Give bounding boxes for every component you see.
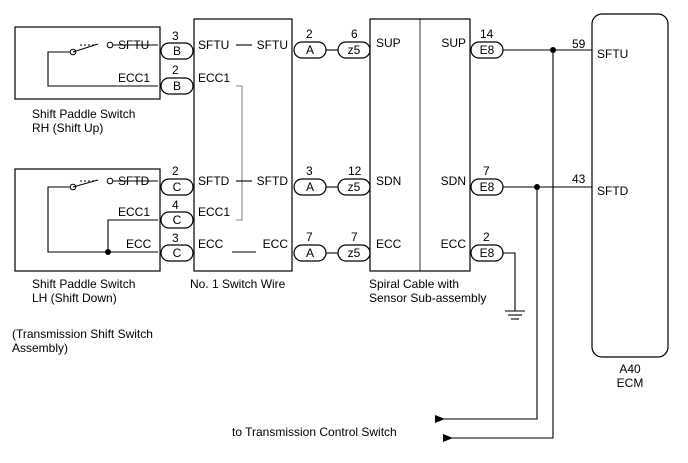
connector-a-sftu-pin: 2 — [306, 27, 313, 41]
rh-pin-ecc1: ECC1 — [118, 71, 150, 85]
switch-wire-box — [193, 18, 293, 272]
lh-switch-name-line2: LH (Shift Down) — [32, 291, 117, 305]
connector-a-sftu: 2 A — [293, 27, 327, 59]
ecm-box — [591, 13, 669, 358]
connector-b-upper-letter: B — [173, 44, 181, 58]
assembly-note-line1: (Transmission Shift Switch — [12, 327, 153, 341]
connector-a-sftu-letter: A — [306, 43, 314, 57]
connector-z5-sdn-pin: 12 — [348, 164, 362, 178]
lh-pin-sftd: SFTD — [118, 174, 150, 188]
connector-c-ecc-pin: 3 — [172, 231, 179, 245]
connector-z5-ecc-letter: z5 — [348, 246, 361, 260]
spiral-right-pin-sdn: SDN — [441, 174, 466, 188]
connector-c-ecc: 3 C — [160, 231, 194, 262]
lh-pin-ecc1: ECC1 — [118, 205, 150, 219]
spiral-cable-block: SUP SDN ECC SUP SDN ECC — [369, 18, 471, 272]
lh-switch-contact-symbol — [47, 177, 158, 255]
connector-b-upper: 3 B — [160, 29, 194, 60]
lh-paddle-switch: SFTD ECC1 ECC — [14, 168, 161, 272]
connector-z5-sup-pin: 6 — [351, 27, 358, 41]
spiral-right-pin-ecc: ECC — [441, 237, 467, 251]
spiral-right-pin-sup: SUP — [441, 36, 466, 50]
branch-wire-sftu — [443, 50, 554, 442]
connector-a-ecc: 7 A — [293, 230, 327, 262]
connector-z5-sup: 6 z5 — [337, 27, 371, 59]
lh-switch-box — [14, 168, 161, 272]
ecm-name: ECM — [617, 376, 644, 390]
connector-c-ecc1-pin: 4 — [172, 198, 179, 212]
sw-left-pin-ecc1-lower: ECC1 — [198, 205, 230, 219]
rh-switch-box — [14, 26, 161, 100]
connector-a-sftd: 3 A — [293, 164, 327, 196]
rh-pin-sftu: SFTU — [118, 38, 149, 52]
sw-right-pin-sftd: SFTD — [257, 174, 289, 188]
sw-left-pin-sftd: SFTD — [198, 174, 230, 188]
sw-right-pin-ecc: ECC — [263, 237, 289, 251]
connector-e8-sup: 14 E8 — [470, 27, 504, 59]
lh-ecc-junction-dot — [105, 249, 111, 255]
sw-right-pin-sftu: SFTU — [257, 38, 288, 52]
connector-e8-ecc: 2 E8 — [470, 230, 504, 262]
ecm-pin-sftu: SFTU — [597, 47, 628, 61]
connector-e8-sdn-pin: 7 — [483, 164, 490, 178]
connector-c-ecc-letter: C — [173, 246, 182, 260]
connector-b-upper-pin: 3 — [172, 29, 179, 43]
connector-e8-ecc-letter: E8 — [480, 246, 495, 260]
connector-c-sftd: 2 C — [160, 164, 194, 196]
switch-wire-block: SFTU ECC1 SFTD ECC1 ECC SFTU SFTD ECC — [193, 18, 293, 272]
sw-left-pin-ecc: ECC — [198, 237, 224, 251]
connector-z5-ecc-pin: 7 — [351, 230, 358, 244]
connector-c-ecc1-letter: C — [173, 213, 182, 227]
destination-label: to Transmission Control Switch — [232, 425, 397, 439]
connector-a-ecc-letter: A — [306, 246, 314, 260]
ecm-pin-number-sftu: 59 — [572, 37, 586, 51]
branch-wire-sftd — [435, 187, 538, 423]
rh-switch-name-line1: Shift Paddle Switch — [32, 107, 135, 121]
rh-switch-contact-symbol — [47, 41, 158, 87]
connector-e8-sdn: 7 E8 — [470, 164, 504, 196]
connector-z5-sdn-letter: z5 — [348, 180, 361, 194]
spiral-left-pin-sdn: SDN — [376, 174, 401, 188]
spiral-cable-name-line2: Sensor Sub-assembly — [369, 291, 486, 305]
sw-left-pin-ecc1-upper: ECC1 — [198, 71, 230, 85]
connector-a-sftd-pin: 3 — [306, 164, 313, 178]
connector-b-lower: 2 B — [160, 63, 194, 95]
ecm-pin-number-sftd: 43 — [572, 172, 586, 186]
connector-z5-sup-letter: z5 — [348, 43, 361, 57]
lh-pin-ecc: ECC — [126, 237, 152, 251]
connector-c-sftd-pin: 2 — [172, 164, 179, 178]
connector-e8-sup-letter: E8 — [480, 43, 495, 57]
switch-wire-name: No. 1 Switch Wire — [190, 277, 286, 291]
spiral-left-pin-sup: SUP — [376, 36, 401, 50]
assembly-note-line2: Assembly) — [12, 341, 68, 355]
ecm-code: A40 — [619, 362, 641, 376]
connector-e8-sup-pin: 14 — [480, 27, 494, 41]
ground-symbol — [503, 252, 525, 320]
connector-c-ecc1: 4 C — [160, 198, 194, 229]
rh-switch-name-line2: RH (Shift Up) — [32, 121, 103, 135]
connector-z5-ecc: 7 z5 — [337, 230, 371, 262]
connector-c-sftd-letter: C — [173, 180, 182, 194]
connector-e8-ecc-pin: 2 — [483, 230, 490, 244]
rh-paddle-switch: SFTU ECC1 — [14, 26, 161, 100]
connector-b-lower-pin: 2 — [172, 63, 179, 77]
connector-a-sftd-letter: A — [306, 180, 314, 194]
connector-e8-sdn-letter: E8 — [480, 180, 495, 194]
lh-switch-name-line1: Shift Paddle Switch — [32, 277, 135, 291]
connector-z5-sdn: 12 z5 — [337, 164, 371, 196]
spiral-left-pin-ecc: ECC — [376, 237, 402, 251]
connector-b-lower-letter: B — [173, 79, 181, 93]
connector-a-ecc-pin: 7 — [306, 230, 313, 244]
sw-left-pin-sftu: SFTU — [198, 38, 229, 52]
ecm-pin-sftd: SFTD — [597, 184, 629, 198]
spiral-cable-name-line1: Spiral Cable with — [369, 277, 459, 291]
ecm-block: 59 43 SFTU SFTD — [572, 13, 669, 358]
